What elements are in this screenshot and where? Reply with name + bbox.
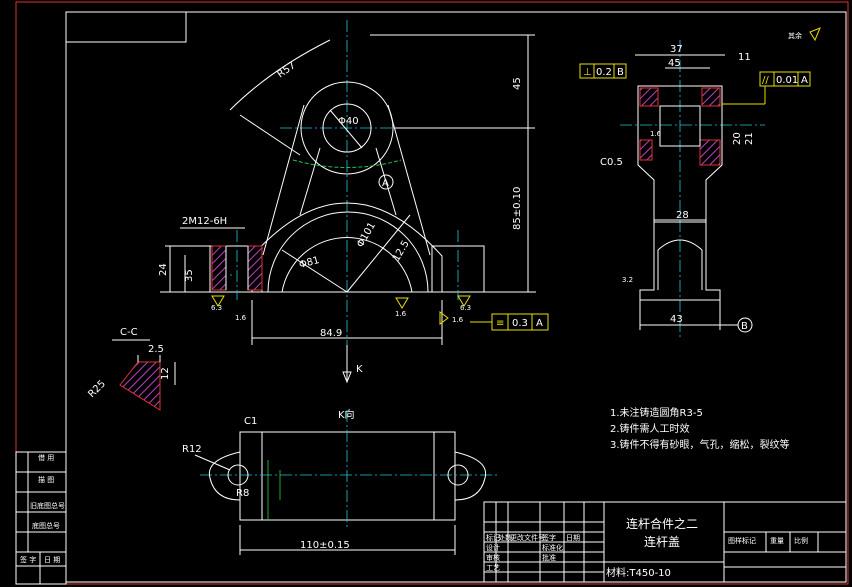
dim-85: 85±0.10 (512, 187, 523, 230)
grid-row-5: 批准 (542, 553, 556, 562)
inner-border (65, 11, 847, 583)
dim-c1: C1 (244, 416, 257, 427)
dim-21: 21 (744, 132, 755, 145)
grid-row-3: 工艺 (486, 564, 500, 572)
right-header-2: 重量 (770, 537, 784, 545)
k-view-label: K向 (338, 408, 355, 421)
side-view: 37 45 11 28 43 21 20 C0.5 3.2 1.6 ⊥ 0.2 … (579, 27, 821, 340)
left-strip-label-4: 底图总号 (32, 521, 60, 530)
dim-phi40: Φ40 (338, 116, 359, 127)
flatness-symbol: ≡ (496, 318, 504, 329)
rough-16c: 1.6 (452, 316, 464, 324)
parallel-value: 0.01 (776, 75, 798, 86)
left-strip-label-1: 借 用 (38, 453, 54, 462)
left-strip-label-5: 签 字 (20, 555, 36, 564)
note-line-2: 2.铸件需人工时效 (610, 422, 690, 435)
dim-12: 12 (160, 367, 171, 380)
flatness-datum: A (536, 318, 543, 329)
dim-11: 11 (738, 52, 751, 63)
grid-row-2: 审核 (486, 553, 500, 562)
k-arrow-label: K (356, 364, 363, 375)
rough-32: 3.2 (622, 276, 633, 284)
perp-symbol: ⊥ (583, 67, 592, 78)
dim-35: 35 (184, 269, 195, 282)
section-cc-label: C-C (120, 327, 138, 338)
dim-28: 28 (676, 210, 689, 221)
grid-row-4: 标准化 (542, 543, 563, 552)
roughness-other: 其余 (788, 31, 802, 40)
dim-25: 2.5 (148, 344, 164, 355)
dim-45b: 45 (668, 58, 681, 69)
outer-border (15, 1, 849, 585)
left-strip-label-2: 描 图 (38, 475, 54, 484)
dim-24: 24 (158, 263, 169, 276)
dim-84-9: 84.9 (320, 328, 342, 339)
title-line-2: 连杆盖 (644, 534, 680, 549)
grid-col-2: 处数 (498, 533, 512, 542)
material: 材料:T450-10 (606, 566, 671, 579)
grid-col-4: 签字 (542, 533, 556, 542)
right-header-3: 比例 (794, 536, 808, 545)
dim-110: 110±0.15 (300, 540, 350, 551)
dim-r8: R8 (236, 488, 249, 499)
flatness-value: 0.3 (512, 318, 528, 329)
rough-16b: 1.6 (395, 310, 407, 318)
rough-63a: 6.3 (211, 304, 222, 312)
top-left-stamp-box (65, 11, 187, 43)
datum-b-bubble (737, 317, 753, 333)
dim-thread: 2M12-6H (182, 216, 227, 227)
rough-16d: 1.6 (650, 130, 662, 138)
dim-phi81: Φ81 (298, 255, 321, 271)
dim-r57: R57 (275, 60, 297, 80)
datum-b-label: B (741, 321, 748, 332)
grid-row-1: 设计 (486, 543, 500, 552)
dim-phi101: Φ101 (355, 221, 378, 250)
rough-16a: 1.6 (235, 314, 247, 322)
datum-a-label: A (382, 178, 389, 189)
left-strip: 借 用 描 图 旧底图总号 底图总号 签 字 日 期 (15, 451, 67, 585)
k-view: K向 110±0.15 R12 R8 C1 (182, 408, 500, 555)
title-line-1: 连杆合件之二 (626, 516, 698, 531)
front-view: 45 85±0.10 84.9 2M12-6H 24 35 R57 Φ40 Φ8… (158, 20, 549, 384)
datum-a-bubble (378, 174, 394, 190)
parallel-symbol: // (762, 75, 769, 86)
dim-43: 43 (670, 314, 683, 325)
title-block: 连杆合件之二 连杆盖 材料:T450-10 标记 处数 更改文件号 签字 日期 … (483, 501, 847, 583)
grid-col-3: 更改文件号 (510, 533, 545, 542)
right-header-1: 图样标记 (728, 536, 756, 545)
section-cc: C-C 2.5 12 R25 (86, 327, 176, 411)
dim-20: 20 (732, 132, 743, 145)
left-strip-label-6: 日 期 (44, 556, 60, 564)
dim-r12: R12 (182, 444, 202, 455)
left-strip-label-3: 旧底图总号 (30, 501, 65, 510)
grid-col-5: 日期 (566, 534, 580, 542)
perp-datum: B (617, 67, 624, 78)
note-line-3: 3.铸件不得有砂眼，气孔，缩松，裂纹等 (610, 438, 790, 451)
dim-r125: 12.5 (391, 239, 412, 264)
perp-value: 0.2 (596, 67, 612, 78)
dim-r25: R25 (86, 378, 108, 400)
dim-37: 37 (670, 44, 683, 55)
grid-col-1: 标记 (486, 533, 500, 542)
rough-63b: 6.3 (460, 304, 471, 312)
parallel-datum: A (801, 75, 808, 86)
note-line-1: 1.未注铸造圆角R3-5 (610, 406, 703, 419)
dim-45: 45 (512, 77, 523, 90)
dim-c05: C0.5 (600, 157, 623, 168)
tech-notes: 1.未注铸造圆角R3-5 2.铸件需人工时效 3.铸件不得有砂眼，气孔，缩松，裂… (610, 406, 790, 451)
